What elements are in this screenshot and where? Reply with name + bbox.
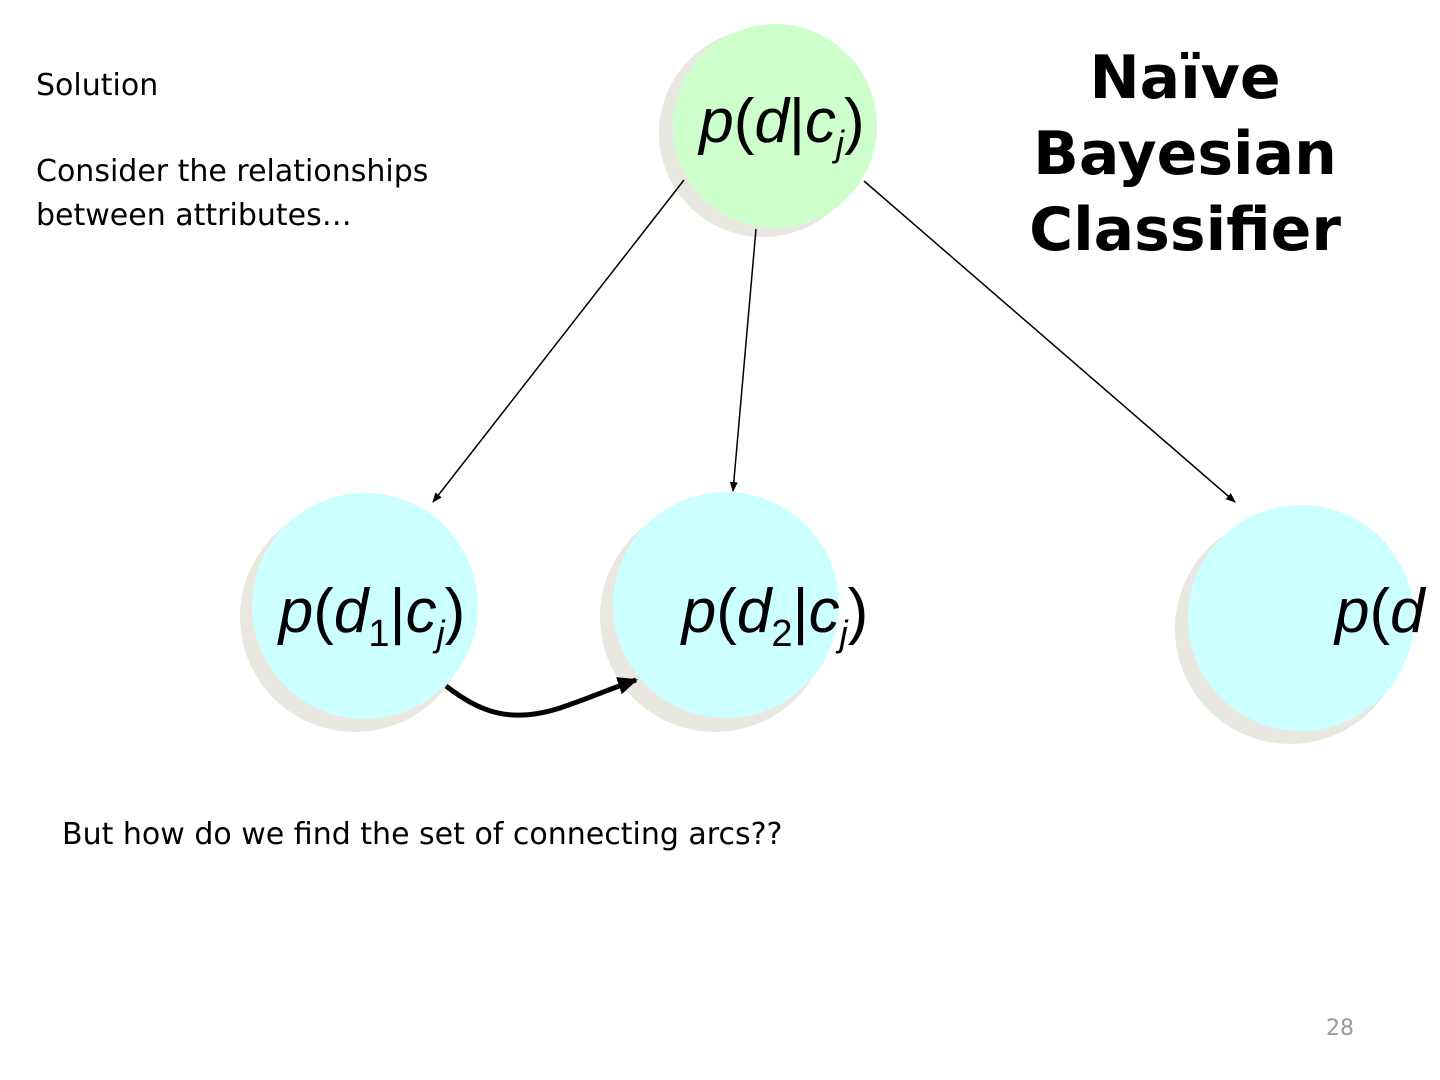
attr-node-n-circle: [1188, 505, 1414, 731]
attr-node-2-label: p(d2|cj): [680, 577, 869, 655]
edge-attr-1-to-attr-2: [444, 677, 638, 718]
edge-class-to-attr-n: [863, 180, 1236, 503]
edge-class-to-attr-2: [729, 228, 757, 492]
attr-node-2-circle: [613, 492, 839, 718]
attr-node-n-label: p(d: [1333, 577, 1427, 646]
attr-node-1-label: p(d1|cj): [277, 577, 466, 655]
title-line-3: Classifier: [1029, 195, 1341, 265]
slide-number: 28: [1326, 1016, 1354, 1041]
question-text: But how do we find the set of connecting…: [62, 817, 783, 852]
consider-text: Consider the relationships between attri…: [36, 154, 429, 233]
title-line-1: Naïve: [1089, 43, 1281, 113]
class-node-label: p(d|cj): [697, 87, 864, 164]
edge-class-to-attr-1: [432, 179, 685, 503]
attr-node-1: p(d1|cj): [240, 493, 478, 732]
class-node: p(d|cj): [659, 24, 877, 237]
attr-node-n: p(d: [1175, 505, 1427, 744]
solution-label: Solution: [36, 68, 159, 103]
slide-title: Naïve Bayesian Classifier: [1005, 40, 1365, 268]
title-line-2: Bayesian: [1033, 119, 1337, 189]
attr-node-1-circle: [252, 493, 478, 719]
attr-node-2: p(d2|cj): [600, 492, 868, 732]
class-node-circle: [673, 24, 877, 228]
